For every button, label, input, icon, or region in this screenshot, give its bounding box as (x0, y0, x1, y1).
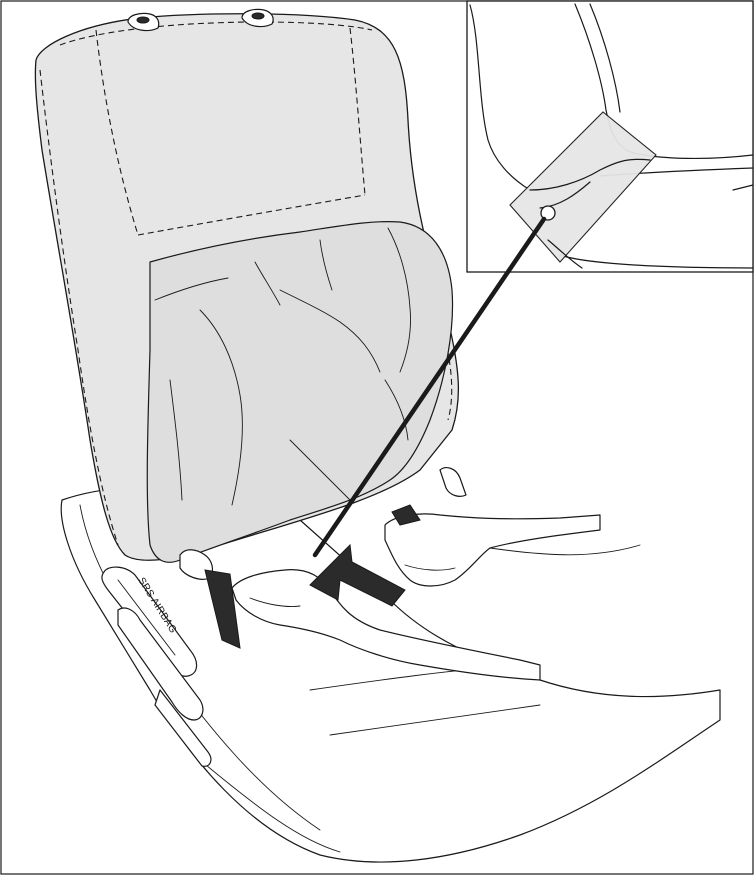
detail-inset (467, 1, 753, 272)
right-hand (385, 468, 640, 586)
